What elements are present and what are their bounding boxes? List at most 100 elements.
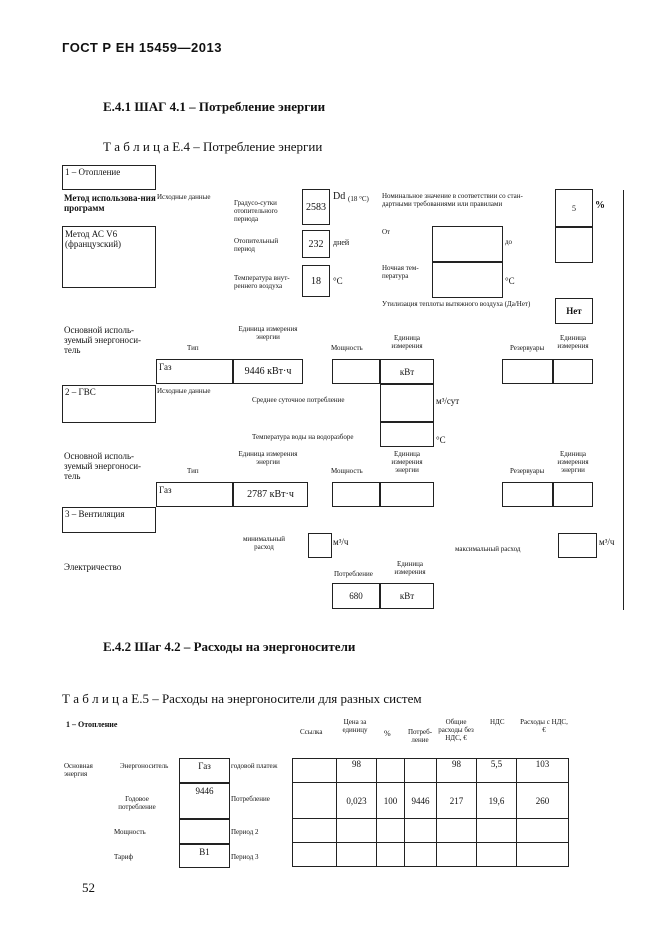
cost-cell: 5,5 <box>476 758 517 783</box>
consumption-label: Потребление <box>334 570 373 578</box>
cost-cell: 217 <box>436 782 477 819</box>
tariff-value-box: В1 <box>179 844 230 868</box>
cost-cell: 98 <box>336 758 377 783</box>
main-energy-label: Основная энергия <box>64 762 93 778</box>
table-row: 0,023 100 9446 217 19,6 260 <box>292 782 569 819</box>
annual-consumption-value: 9446 <box>195 786 214 796</box>
dhw-main-carrier-label: Основной исполь-зуемый энергоноси-тель <box>64 451 142 481</box>
cost-cell: 100 <box>376 782 405 819</box>
cost-cell <box>336 818 377 843</box>
heat-recovery-label: Утилизация теплоты вытяжного воздуха (Да… <box>382 300 531 308</box>
dhw-unit2-label: Единица измерения энергии <box>557 450 589 474</box>
cost-cell <box>336 842 377 867</box>
heating-label-box: 1 – Отопление <box>62 165 156 190</box>
heating-type-label: Тип <box>187 344 199 352</box>
degree-days-label: Градусо-сутки отопительного периода <box>234 199 278 223</box>
heating-unit2-box <box>553 359 593 384</box>
page-number: 52 <box>82 880 95 895</box>
ventilation-unit-value: кВт <box>380 583 434 609</box>
cost-cell <box>292 842 337 867</box>
min-flow-label: минимальный расход <box>242 535 286 551</box>
tariff-label: Тариф <box>114 853 133 861</box>
min-flow-unit: м³/ч <box>333 537 349 547</box>
method-value-box: Метод АС V6 (французский) <box>62 226 156 288</box>
night-temp-unit: °C <box>505 276 515 286</box>
degree-days-unit-sub: (18 °С) <box>348 195 369 203</box>
dhw-water-temp-label: Температура воды на водоразборе <box>252 433 354 441</box>
cost-cell <box>404 818 437 843</box>
dhw-energy-unit-label: Единица измерения энергии <box>238 450 298 466</box>
heating-reserves-label: Резервуары <box>510 344 545 352</box>
standard-header: ГОСТ Р ЕН 15459—2013 <box>62 40 222 55</box>
max-flow-unit: м³/ч <box>599 537 615 547</box>
electricity-label: Электричество <box>64 562 122 572</box>
dhw-unit2-box <box>553 482 593 507</box>
annual-consumption-label: Годовое потребление <box>118 795 156 811</box>
cost-cell <box>436 842 477 867</box>
dhw-daily-box <box>380 384 434 422</box>
night-temp-box <box>432 262 503 298</box>
heating-energy-value: 9446 кВт·ч <box>233 359 303 384</box>
to-label: до <box>505 238 513 246</box>
col-unit-price: Цена за единицу <box>342 718 368 734</box>
heat-recovery-value: Нет <box>555 298 593 324</box>
dhw-input-data-label: Исходные данные <box>157 387 211 395</box>
period2-label: Период 2 <box>231 828 259 836</box>
dhw-power-box <box>332 482 380 507</box>
table-e5-caption: Т а б л и ц а Е.5 – Расходы на энергонос… <box>62 691 422 706</box>
dhw-type-value-box: Газ <box>156 482 233 507</box>
cost-cell <box>476 842 517 867</box>
consumption-row-label: Потребление <box>231 795 270 803</box>
annual-consumption-box: 9446 <box>179 783 230 819</box>
table-row: 98 98 5,5 103 <box>292 758 569 783</box>
degree-days-unit: Dd <box>333 191 346 202</box>
cost-cell <box>476 818 517 843</box>
cost-cell <box>292 818 337 843</box>
tariff-value: В1 <box>199 847 210 857</box>
table-right-border <box>623 190 624 610</box>
indoor-temp-label: Температура внут-реннего воздуха <box>234 274 290 290</box>
heating-label: 1 – Отопление <box>65 167 121 177</box>
nominal-empty-cell <box>555 227 593 263</box>
nominal-value: 5 <box>555 189 593 227</box>
heating-period-unit: дней <box>333 238 350 247</box>
table-row <box>292 842 569 867</box>
indoor-temp-unit: °C <box>333 276 343 286</box>
degree-days-value: 2583 <box>302 189 330 225</box>
dhw-water-temp-unit: °C <box>436 435 446 445</box>
cost-cell: 9446 <box>404 782 437 819</box>
cost-cell <box>516 818 569 843</box>
dhw-energy-value: 2787 кВт·ч <box>233 482 308 507</box>
from-label: От <box>382 228 391 236</box>
heating-unit-label: Единица измерения <box>391 334 423 350</box>
col-total-incl-vat: Расходы с НДС, € <box>520 718 568 734</box>
ventilation-unit-label: Единица измерения <box>394 560 426 576</box>
night-temp-label: Ночная тем-пература <box>382 264 419 280</box>
dhw-water-temp-box <box>380 422 434 447</box>
cost-cell: 260 <box>516 782 569 819</box>
nominal-unit: % <box>595 200 605 211</box>
carrier-label: Энергоноситель <box>120 762 169 770</box>
table5-row-header: 1 – Отопление <box>66 720 118 729</box>
heating-input-data-label: Исходные данные <box>157 193 211 201</box>
section-title-4-1: Е.4.1 ШАГ 4.1 – Потребление энергии <box>103 99 326 114</box>
table-row <box>292 818 569 843</box>
section-title-4-2: Е.4.2 Шаг 4.2 – Расходы на энергоносител… <box>103 639 356 654</box>
heating-power-unit-value: кВт <box>380 359 434 384</box>
nominal-label: Номинальное значение в соответствии со с… <box>382 192 523 208</box>
dhw-label: 2 – ГВС <box>65 387 96 397</box>
dhw-reserves-label: Резервуары <box>510 467 545 475</box>
cost-cell: 19,6 <box>476 782 517 819</box>
max-flow-box <box>558 533 597 558</box>
col-consumption: Потреб-ление <box>407 728 433 744</box>
table-e4-caption: Т а б л и ц а Е.4 – Потребление энергии <box>103 139 323 154</box>
cost-cell <box>436 818 477 843</box>
heating-reserves-box <box>502 359 553 384</box>
cost-cell: 0,023 <box>336 782 377 819</box>
indoor-temp-value: 18 <box>302 265 330 297</box>
carrier-value: Газ <box>198 761 211 771</box>
period3-label: Период 3 <box>231 853 259 861</box>
min-flow-box <box>308 533 332 558</box>
cost-cell <box>376 758 405 783</box>
cost-cell <box>404 842 437 867</box>
